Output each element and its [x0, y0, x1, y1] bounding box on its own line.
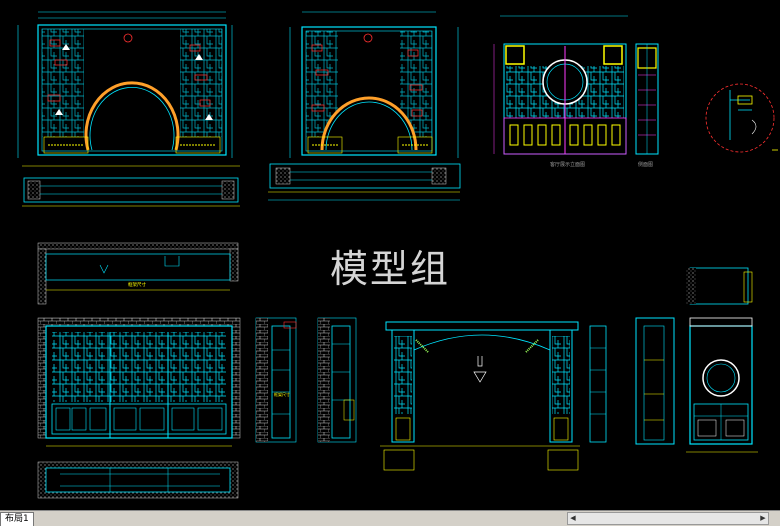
drawing-canvas[interactable]: 客厅展示立面图 侧面图 框架尺寸 — [0, 0, 780, 510]
round-mirror-cabinet[interactable] — [635, 267, 758, 453]
narrow-column-section[interactable] — [589, 325, 607, 443]
scroll-left-icon[interactable]: ◀ — [570, 514, 576, 522]
frame-size-label-2: 框架尺寸 — [274, 391, 290, 397]
watermark-text: 模型组 — [330, 247, 451, 291]
moon-gate-elevation-1[interactable] — [17, 11, 240, 207]
plan-section[interactable]: 框架尺寸 — [37, 242, 239, 305]
cabinet-side-section-1[interactable]: 框架尺寸 — [255, 317, 297, 443]
lattice-cabinet-elevation[interactable] — [37, 317, 241, 499]
moon-gate-elevation-2[interactable] — [268, 11, 461, 201]
front-elevation-caption: 客厅展示立面图 — [550, 161, 585, 168]
cabinet-side-section-2[interactable] — [317, 317, 357, 443]
frame-size-label-1: 框架尺寸 — [128, 281, 146, 288]
scroll-right-icon[interactable]: ▶ — [760, 514, 766, 522]
horizontal-scrollbar[interactable]: ◀ ▶ — [567, 512, 769, 525]
tab-layout-1[interactable]: 布局1 — [0, 511, 34, 526]
arch-doorway-elevation[interactable] — [380, 321, 580, 471]
front-elevation-colored[interactable]: 客厅展示立面图 侧面图 — [493, 15, 778, 168]
side-elevation-caption: 侧面图 — [638, 161, 653, 168]
